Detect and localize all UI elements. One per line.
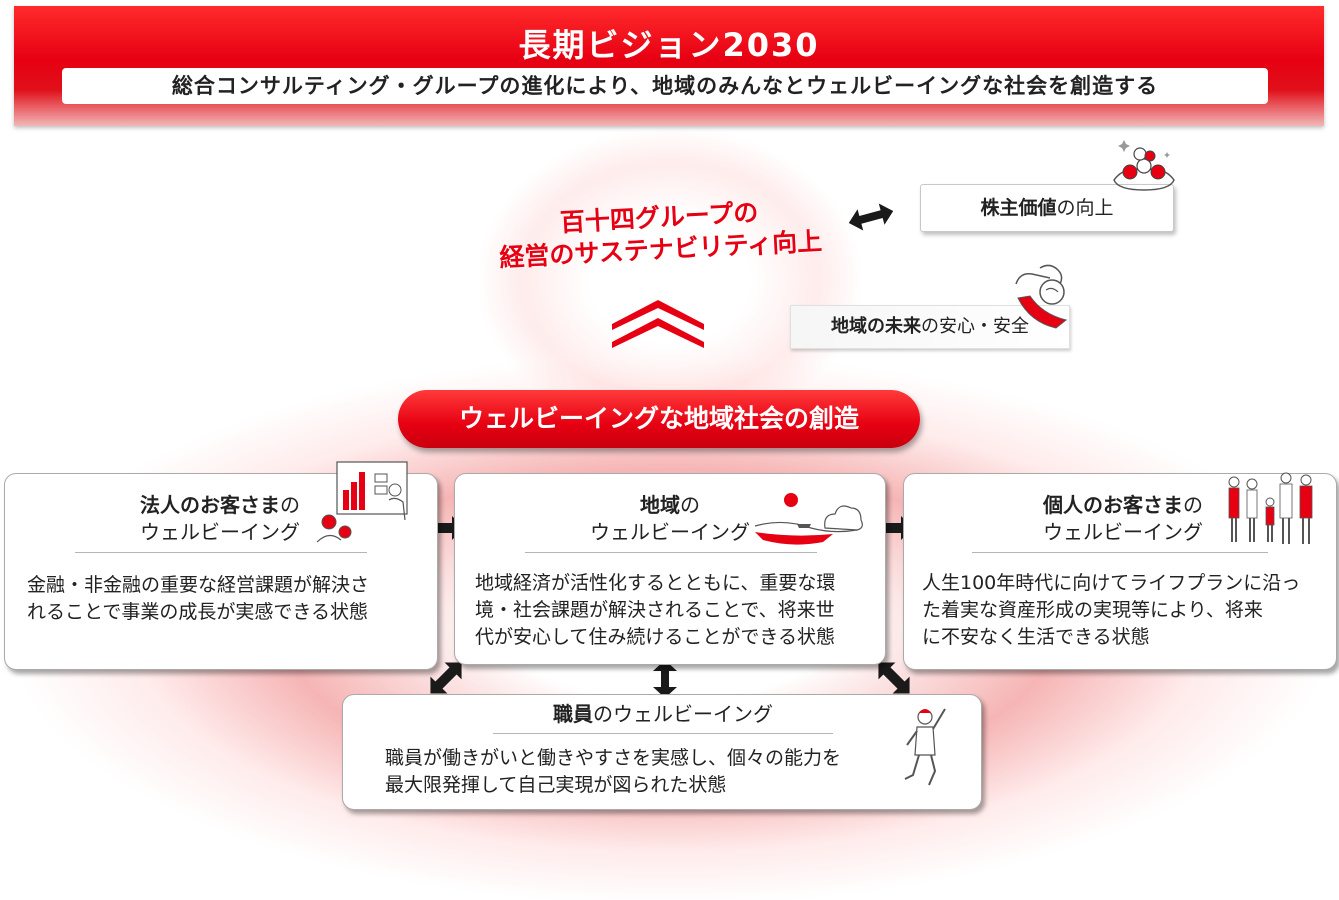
card-title-rest: の [1183,493,1203,517]
coins-icon [1113,140,1175,191]
safety-label-rest: の安心・安全 [921,316,1029,337]
vision-banner: 長期ビジョン2030 総合コンサルティング・グループの進化により、地域のみんなと… [14,6,1324,126]
card-title: 地域の ウェルビーイング [535,492,805,546]
regional-safety-box: 地域の未来の安心・安全 [790,305,1070,349]
card-title-bold: 職員 [553,702,593,726]
card-body-line: 代が安心して住み続けることができる状態 [475,626,836,648]
card-title: 職員のウェルビーイング [493,701,833,728]
card-body-line: 職員が働きがいと働きやすさを実感し、個々の能力を [385,747,842,769]
shareholder-value-box: 株主価値の向上 [920,184,1174,232]
region-wellbeing-card: 地域の ウェルビーイング 地域経済が活性化するとともに、重要な環 境・社会課題が… [454,473,886,665]
seto-sea-landscape-icon [754,493,863,545]
shareholder-label-bold: 株主価値 [980,197,1057,219]
card-divider [525,552,817,553]
top-glow [480,130,860,430]
personal-wellbeing-card: 個人のお客さまの ウェルビーイング 人生100年時代に向けてライフプランに沿っ … [903,472,1337,670]
double-arrow-icon [878,662,910,694]
shareholder-label-rest: の向上 [1056,197,1114,219]
card-divider [493,733,833,734]
card-body: 地域経済が活性化するとともに、重要な環 境・社会課題が解決されることで、将来世 … [475,570,875,651]
card-body-line: 金融・非金融の重要な経営課題が解決さ [27,574,370,596]
double-arrow-icon [430,662,462,694]
card-title-line-2: ウェルビーイング [1043,520,1203,544]
vision-subtitle: 総合コンサルティング・グループの進化により、地域のみんなとウェルビーイングな社会… [62,68,1268,104]
wellbeing-community-label: ウェルビーイングな地域社会の創造 [398,390,920,448]
corporate-wellbeing-card: 法人のお客さまの ウェルビーイング 金融・非金融の重要な経営課題が解決さ れるこ… [4,461,438,670]
double-arrow-icon [848,203,894,231]
card-body: 人生100年時代に向けてライフプランに沿っ た着実な資産形成の実現等により、将来… [922,570,1332,651]
chevron-up-icon [612,300,704,348]
vision-title: 長期ビジョン2030 [518,26,820,64]
hand-protect-icon [1015,264,1068,329]
card-title-line-2: ウェルビーイング [140,520,300,544]
card-title-rest: の [680,493,700,517]
card-title-rest: の [280,493,300,517]
card-title-bold: 個人のお客さま [1043,493,1183,517]
staff-wellbeing-card: 職員のウェルビーイング 職員が働きがいと働きやすさを実感し、個々の能力を 最大限… [342,694,982,810]
cheering-person-icon [904,708,946,786]
card-body-line: 最大限発揮して自己実現が図られた状態 [385,774,727,796]
double-arrow-icon [653,660,677,698]
card-title: 法人のお客さまの ウェルビーイング [85,492,355,546]
card-body-line: た着実な資産形成の実現等により、将来 [922,599,1263,621]
card-body-line: 境・社会課題が解決されることで、将来世 [475,599,835,621]
business-chart-icon [316,461,408,543]
sustainability-heading: 百十四グループの 経営のサステナビリティ向上 [479,193,842,276]
card-body-line: に不安なく生活できる状態 [922,626,1150,648]
safety-label-bold: 地域の未来 [831,316,921,337]
card-divider [75,552,367,553]
card-body-line: れることで事業の成長が実感できる状態 [27,601,369,623]
card-title-line-2: ウェルビーイング [590,520,750,544]
card-body: 金融・非金融の重要な経営課題が解決さ れることで事業の成長が実感できる状態 [27,572,427,626]
card-divider [972,552,1268,553]
card-body: 職員が働きがいと働きやすさを実感し、個々の能力を 最大限発揮して自己実現が図られ… [385,745,925,799]
card-title: 個人のお客さまの ウェルビーイング [988,492,1258,546]
card-body-line: 地域経済が活性化するとともに、重要な環 [475,572,836,594]
family-icon [1228,472,1313,544]
card-title-bold: 地域 [640,493,680,517]
card-title-bold: 法人のお客さま [140,493,280,517]
card-body-line: 人生100年時代に向けてライフプランに沿っ [922,572,1301,594]
card-title-rest: のウェルビーイング [593,702,773,726]
